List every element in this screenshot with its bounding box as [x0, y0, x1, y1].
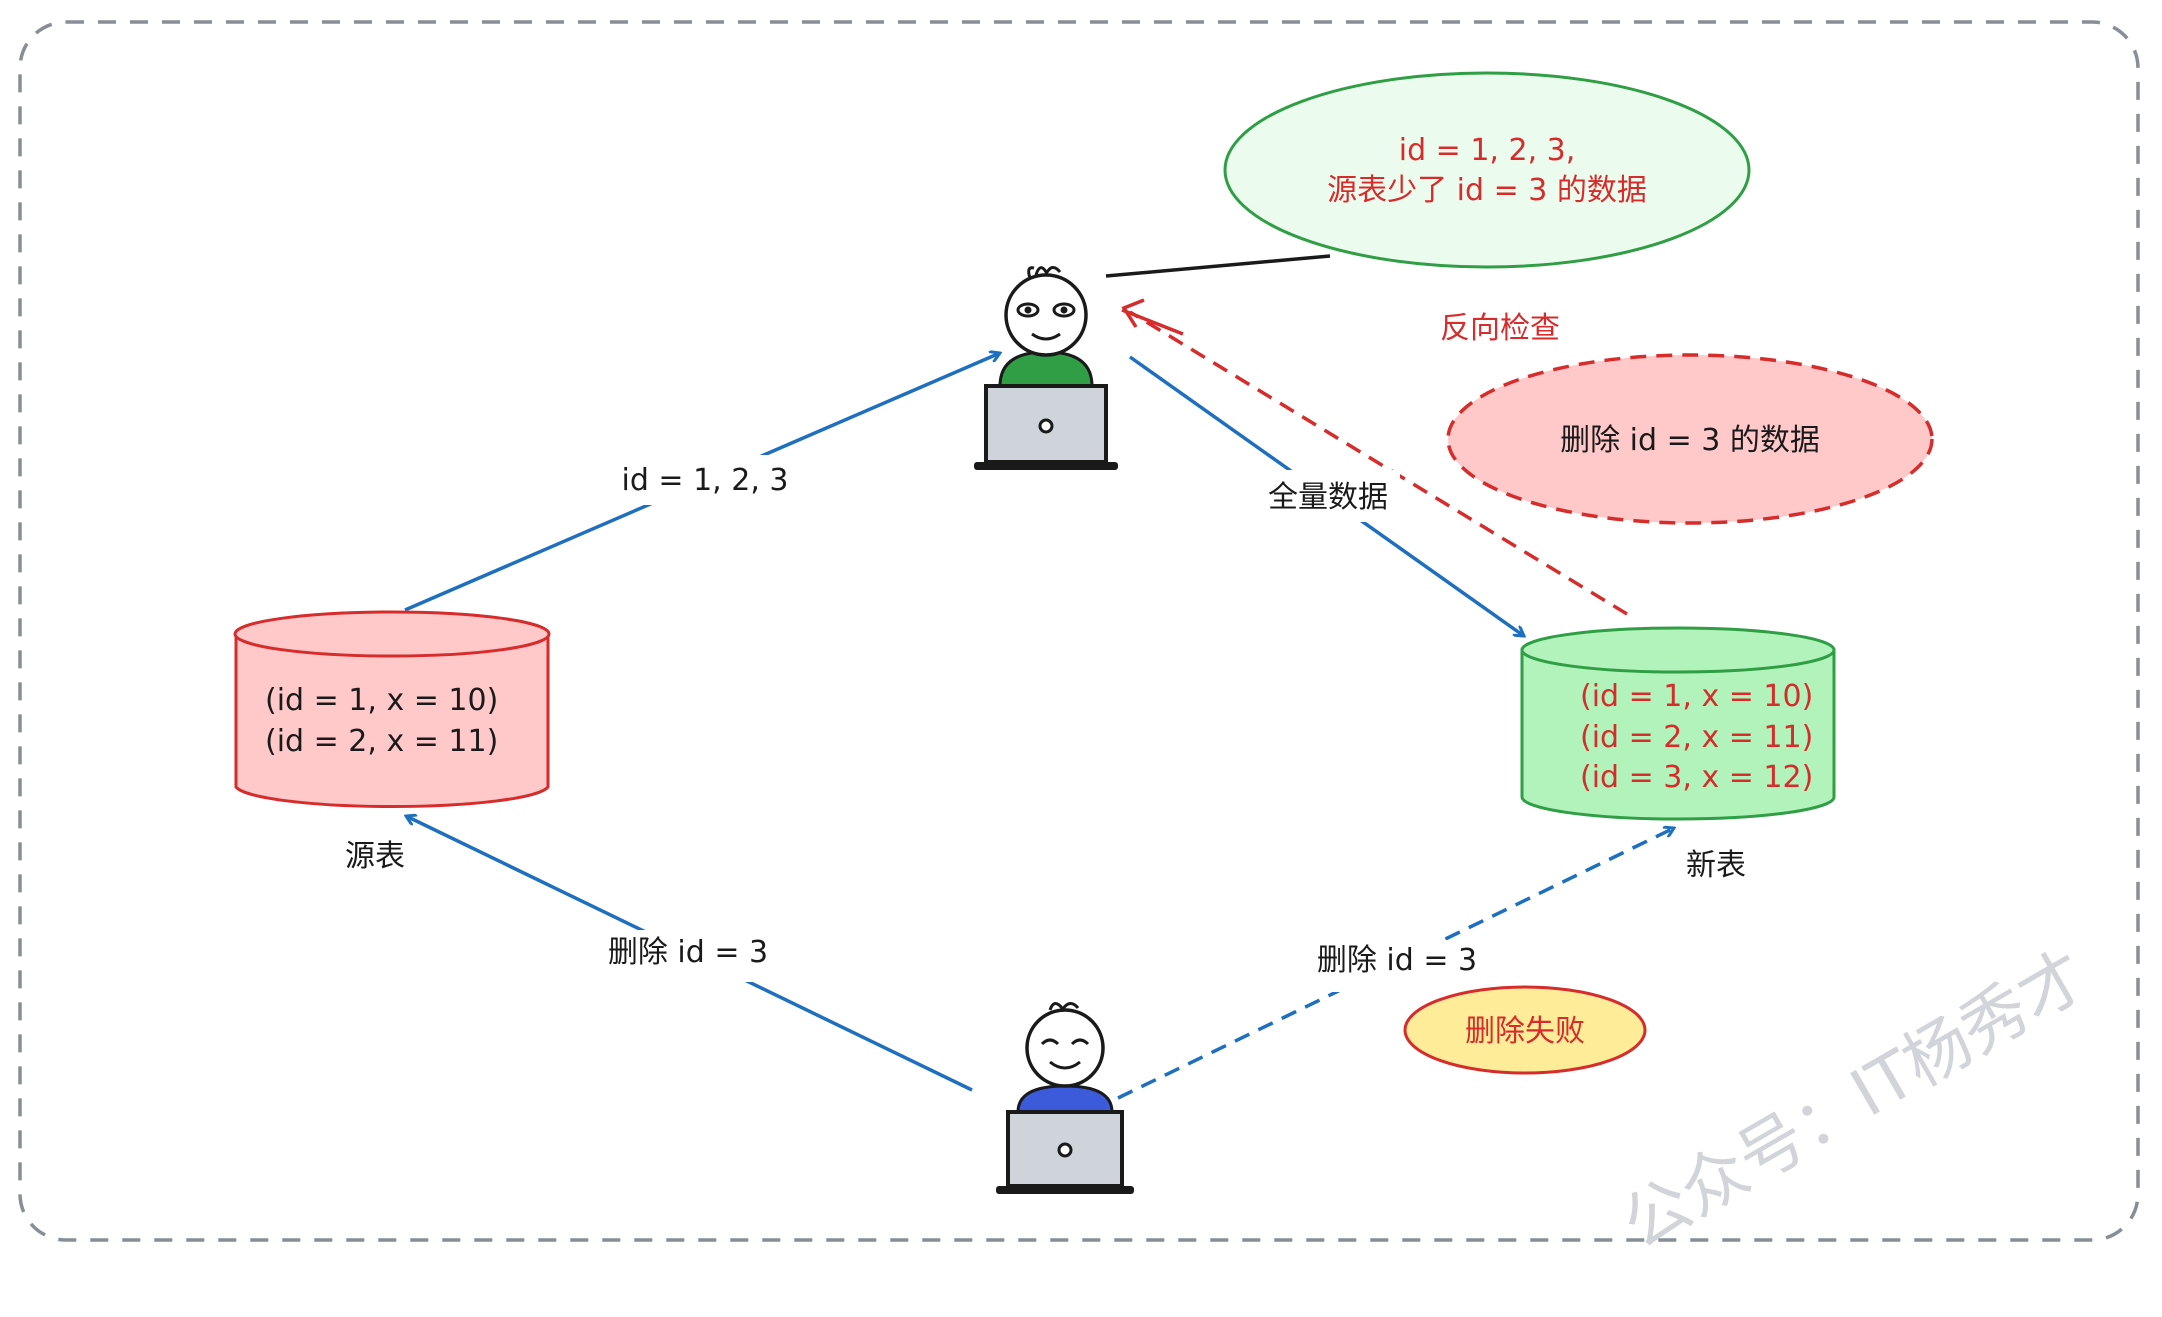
delete-failed-badge: 删除失败 — [1403, 985, 1647, 1075]
arrow-user-to-source: 删除 id = 3 — [406, 816, 973, 1092]
result-bubble-line2: 源表少了 id = 3 的数据 — [1327, 173, 1647, 208]
edge-label-user-to-source: 删除 id = 3 — [608, 935, 768, 970]
delete-bubble: 删除 id = 3 的数据 — [1446, 353, 1934, 525]
source-table-cylinder: (id = 1, x = 10) (id = 2, x = 11) — [233, 610, 551, 809]
bubble-pointer-line — [1105, 254, 1331, 278]
new-row-3: (id = 3, x = 12) — [1580, 760, 1813, 795]
new-table-cylinder: (id = 1, x = 10) (id = 2, x = 11) (id = … — [1520, 626, 1836, 821]
arrow-source-to-worker: id = 1, 2, 3 — [404, 353, 1000, 612]
edge-label-user-to-new: 删除 id = 3 — [1317, 943, 1477, 978]
new-row-1: (id = 1, x = 10) — [1580, 679, 1813, 714]
new-row-2: (id = 2, x = 11) — [1580, 720, 1813, 755]
source-row-2: (id = 2, x = 11) — [265, 724, 498, 759]
source-table-name: 源表 — [345, 839, 405, 874]
watermark-text: 公众号：IT杨秀才 — [1610, 936, 2100, 1264]
reverse-check-arrow — [1121, 298, 1628, 616]
arrow-worker-to-new: 全量数据 — [1128, 355, 1524, 636]
edge-label-source-to-worker: id = 1, 2, 3 — [622, 463, 789, 498]
delete-bubble-label: 删除 id = 3 的数据 — [1560, 423, 1820, 458]
reverse-check-label: 反向检查 — [1440, 311, 1560, 346]
source-row-1: (id = 1, x = 10) — [265, 683, 498, 718]
arrow-user-to-new: 删除 id = 3 — [1117, 828, 1674, 1100]
delete-failed-label: 删除失败 — [1465, 1014, 1585, 1049]
diagram-frame — [18, 20, 2140, 1242]
result-bubble-line1: id = 1, 2, 3, — [1399, 133, 1576, 168]
user-figure-icon — [996, 1002, 1134, 1194]
new-table-name: 新表 — [1686, 848, 1746, 883]
result-bubble: id = 1, 2, 3, 源表少了 id = 3 的数据 — [1223, 71, 1751, 269]
edge-label-worker-to-new: 全量数据 — [1268, 480, 1388, 515]
worker-figure-icon — [974, 266, 1118, 470]
